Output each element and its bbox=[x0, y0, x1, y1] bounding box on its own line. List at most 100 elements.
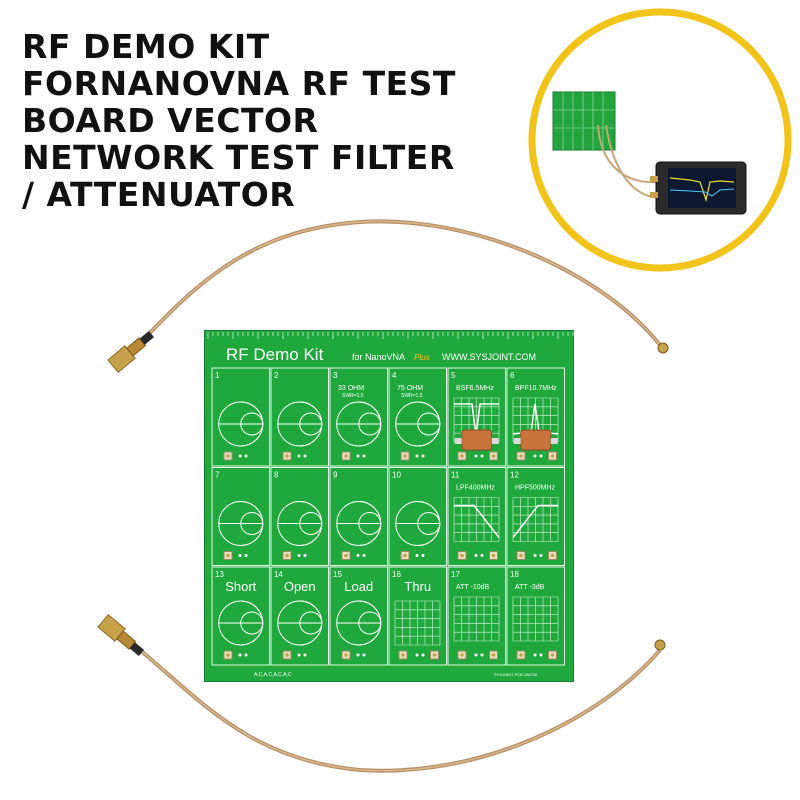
response-graph bbox=[512, 596, 559, 642]
cell-number: 8 bbox=[274, 471, 279, 480]
ruler-ticks bbox=[207, 332, 574, 339]
cell-label: Load bbox=[344, 579, 373, 594]
cell-label: Open bbox=[284, 579, 316, 594]
cell-number: 6 bbox=[510, 371, 515, 380]
cell-number: 16 bbox=[392, 570, 401, 579]
product-title: RF DEMO KIT FORNANOVNA RF TEST BOARD VEC… bbox=[22, 27, 456, 214]
smith-chart-graphic bbox=[395, 401, 441, 447]
title-line: FORNANOVNA RF TEST bbox=[22, 64, 456, 103]
cell-number: 7 bbox=[215, 471, 220, 480]
cell-number: 15 bbox=[333, 570, 342, 579]
board-bottom-code: A,C,A,C,A,C,A,C bbox=[254, 672, 292, 678]
connector-pads bbox=[516, 451, 557, 461]
cell-sublabel: SWR=1.5 bbox=[401, 393, 423, 399]
cell-number: 1 bbox=[215, 371, 220, 380]
cell-number: 4 bbox=[392, 371, 397, 380]
connector-pads bbox=[457, 551, 498, 560]
cell-label: BSF6.5MHz bbox=[456, 385, 494, 392]
cell-label: Thru bbox=[404, 579, 431, 594]
filter-component bbox=[454, 429, 499, 451]
cell-label: Short bbox=[225, 579, 256, 594]
cell-number: 5 bbox=[451, 371, 456, 380]
cell-number: 13 bbox=[215, 570, 224, 579]
smith-chart-graphic bbox=[277, 401, 323, 447]
board-subtitle: for NanoVNA bbox=[352, 352, 405, 362]
response-graph bbox=[512, 497, 559, 542]
connector-pads bbox=[457, 451, 498, 461]
smith-chart-graphic bbox=[277, 501, 323, 546]
connector-pads bbox=[516, 551, 557, 560]
cell-label: HPF500MHz bbox=[515, 485, 556, 492]
cell-number: 3 bbox=[333, 371, 338, 380]
title-line: NETWORK TEST FILTER bbox=[22, 138, 455, 177]
filter-component bbox=[513, 429, 558, 451]
board-subtitle-suffix: Plus bbox=[414, 353, 430, 362]
connector-pads bbox=[223, 451, 248, 461]
title-line: RF DEMO KIT bbox=[22, 27, 270, 66]
connector-pads bbox=[282, 551, 307, 560]
smith-chart-graphic bbox=[218, 600, 264, 646]
smith-chart-graphic bbox=[218, 501, 264, 546]
connector-pads bbox=[223, 551, 248, 560]
cell-number: 12 bbox=[510, 471, 519, 480]
connector-pads bbox=[341, 650, 366, 660]
connector-pads bbox=[282, 650, 307, 660]
cell-label: 75 OHM bbox=[397, 385, 423, 392]
connector-pads bbox=[400, 451, 425, 461]
pcb-cell-7: 7 bbox=[211, 467, 270, 566]
connector-pads bbox=[341, 451, 366, 461]
connector-pads bbox=[457, 650, 498, 660]
sma-connector-bottom bbox=[97, 614, 145, 657]
pcb-cell-1: 1 bbox=[211, 367, 270, 467]
pcb-cell-8: 8 bbox=[270, 467, 329, 566]
lower-coax-cable bbox=[97, 614, 666, 773]
cell-number: 9 bbox=[333, 471, 338, 480]
smith-chart-graphic bbox=[336, 600, 382, 646]
grid-graphic bbox=[394, 600, 441, 646]
cell-number: 18 bbox=[510, 570, 519, 579]
response-graph bbox=[453, 596, 500, 642]
cell-label: LPF400MHz bbox=[456, 485, 495, 492]
smith-chart-graphic bbox=[336, 401, 382, 447]
rf-demo-pcb: RF Demo Kit for NanoVNA Plus WWW.SYSJOIN… bbox=[204, 330, 574, 682]
connector-pads bbox=[400, 551, 425, 560]
board-title: RF Demo Kit bbox=[226, 345, 324, 364]
cell-number: 17 bbox=[451, 570, 460, 579]
cell-number: 11 bbox=[451, 471, 460, 480]
title-line: BOARD VECTOR bbox=[22, 101, 319, 140]
connector-pads bbox=[223, 650, 248, 660]
sma-connector-top bbox=[107, 330, 155, 373]
cell-label: BPF10.7MHz bbox=[515, 385, 557, 392]
inset-pcb bbox=[552, 91, 616, 151]
smith-chart-graphic bbox=[277, 600, 323, 646]
smith-chart-graphic bbox=[336, 501, 382, 546]
connector-pads bbox=[516, 650, 557, 660]
connector-pads bbox=[282, 451, 307, 461]
title-line: / ATTENUATOR bbox=[22, 175, 296, 214]
cell-number: 10 bbox=[392, 471, 401, 480]
board-serial: SYSJOINT PCB-180730 bbox=[494, 672, 538, 677]
inset-circle bbox=[528, 8, 792, 272]
smith-chart-graphic bbox=[395, 501, 441, 546]
smith-chart-graphic bbox=[218, 401, 264, 447]
pcb-cell-9: 9 bbox=[329, 467, 388, 566]
board-url: WWW.SYSJOINT.COM bbox=[442, 352, 536, 362]
cell-label: ATT -10dB bbox=[456, 584, 490, 591]
pcb-cell-10: 10 bbox=[388, 467, 447, 566]
connector-pads bbox=[398, 650, 439, 660]
pcb-cell-2: 2 bbox=[270, 367, 329, 467]
ufl-connector-top bbox=[657, 342, 669, 354]
ufl-connector-bottom bbox=[654, 639, 666, 651]
cell-sublabel: SWR=1.5 bbox=[342, 393, 364, 399]
upper-coax-cable bbox=[107, 219, 669, 373]
